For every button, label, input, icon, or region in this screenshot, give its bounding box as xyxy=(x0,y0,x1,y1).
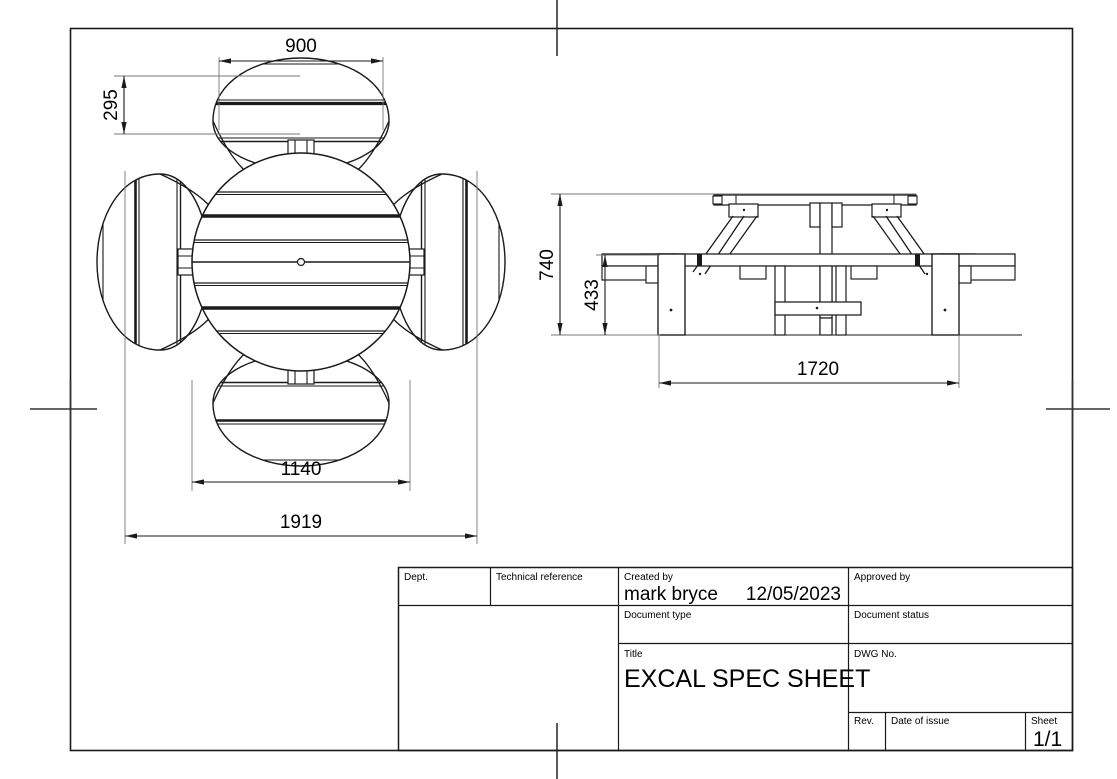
dim-740-label: 740 xyxy=(537,249,558,281)
elevation-dimensions: 740 433 1720 xyxy=(537,193,960,388)
value-sheet: 1/1 xyxy=(1033,728,1062,751)
label-document-type: Document type xyxy=(624,610,692,621)
table-centre-point xyxy=(296,257,306,267)
label-technical-reference: Technical reference xyxy=(496,572,583,583)
plan-table-top xyxy=(191,152,411,372)
dim-433: 433 xyxy=(582,254,660,336)
plan-dimensions: 900 295 1140 1919 xyxy=(101,36,478,544)
dim-1720-label: 1720 xyxy=(797,359,839,380)
elev-seat-rails xyxy=(637,253,981,267)
value-title: EXCAL SPEC SHEET xyxy=(624,665,870,693)
value-created-date: 12/05/2023 xyxy=(746,584,841,605)
dim-900-label: 900 xyxy=(285,36,317,57)
label-dept: Dept. xyxy=(404,572,428,583)
dim-295: 295 xyxy=(101,75,300,135)
elev-table-bearers xyxy=(728,203,902,218)
dim-295-label: 295 xyxy=(101,89,122,121)
label-created-by: Created by xyxy=(624,572,673,583)
label-rev: Rev. xyxy=(854,716,874,727)
elev-inner-supports xyxy=(774,265,847,336)
label-title: Title xyxy=(624,649,643,660)
dim-1720: 1720 xyxy=(658,336,960,388)
dim-740: 740 xyxy=(537,193,916,336)
dim-433-label: 433 xyxy=(582,279,603,311)
label-document-status: Document status xyxy=(854,610,929,621)
dim-1919-label: 1919 xyxy=(280,512,322,533)
dim-1140: 1140 xyxy=(191,380,411,491)
elevation-view xyxy=(594,194,1022,336)
label-sheet: Sheet xyxy=(1031,716,1057,727)
plan-view xyxy=(96,57,506,467)
dim-900: 900 xyxy=(218,36,384,130)
value-created-by: mark bryce xyxy=(624,584,718,605)
label-approved-by: Approved by xyxy=(854,572,910,583)
dim-1140-label: 1140 xyxy=(281,459,322,480)
title-block: Dept. Technical reference Created by mar… xyxy=(397,566,1074,752)
elev-lower-rail xyxy=(774,301,862,316)
label-dwg-no: DWG No. xyxy=(854,649,897,660)
dim-1919: 1919 xyxy=(124,171,478,544)
label-date-of-issue: Date of issue xyxy=(891,716,950,727)
